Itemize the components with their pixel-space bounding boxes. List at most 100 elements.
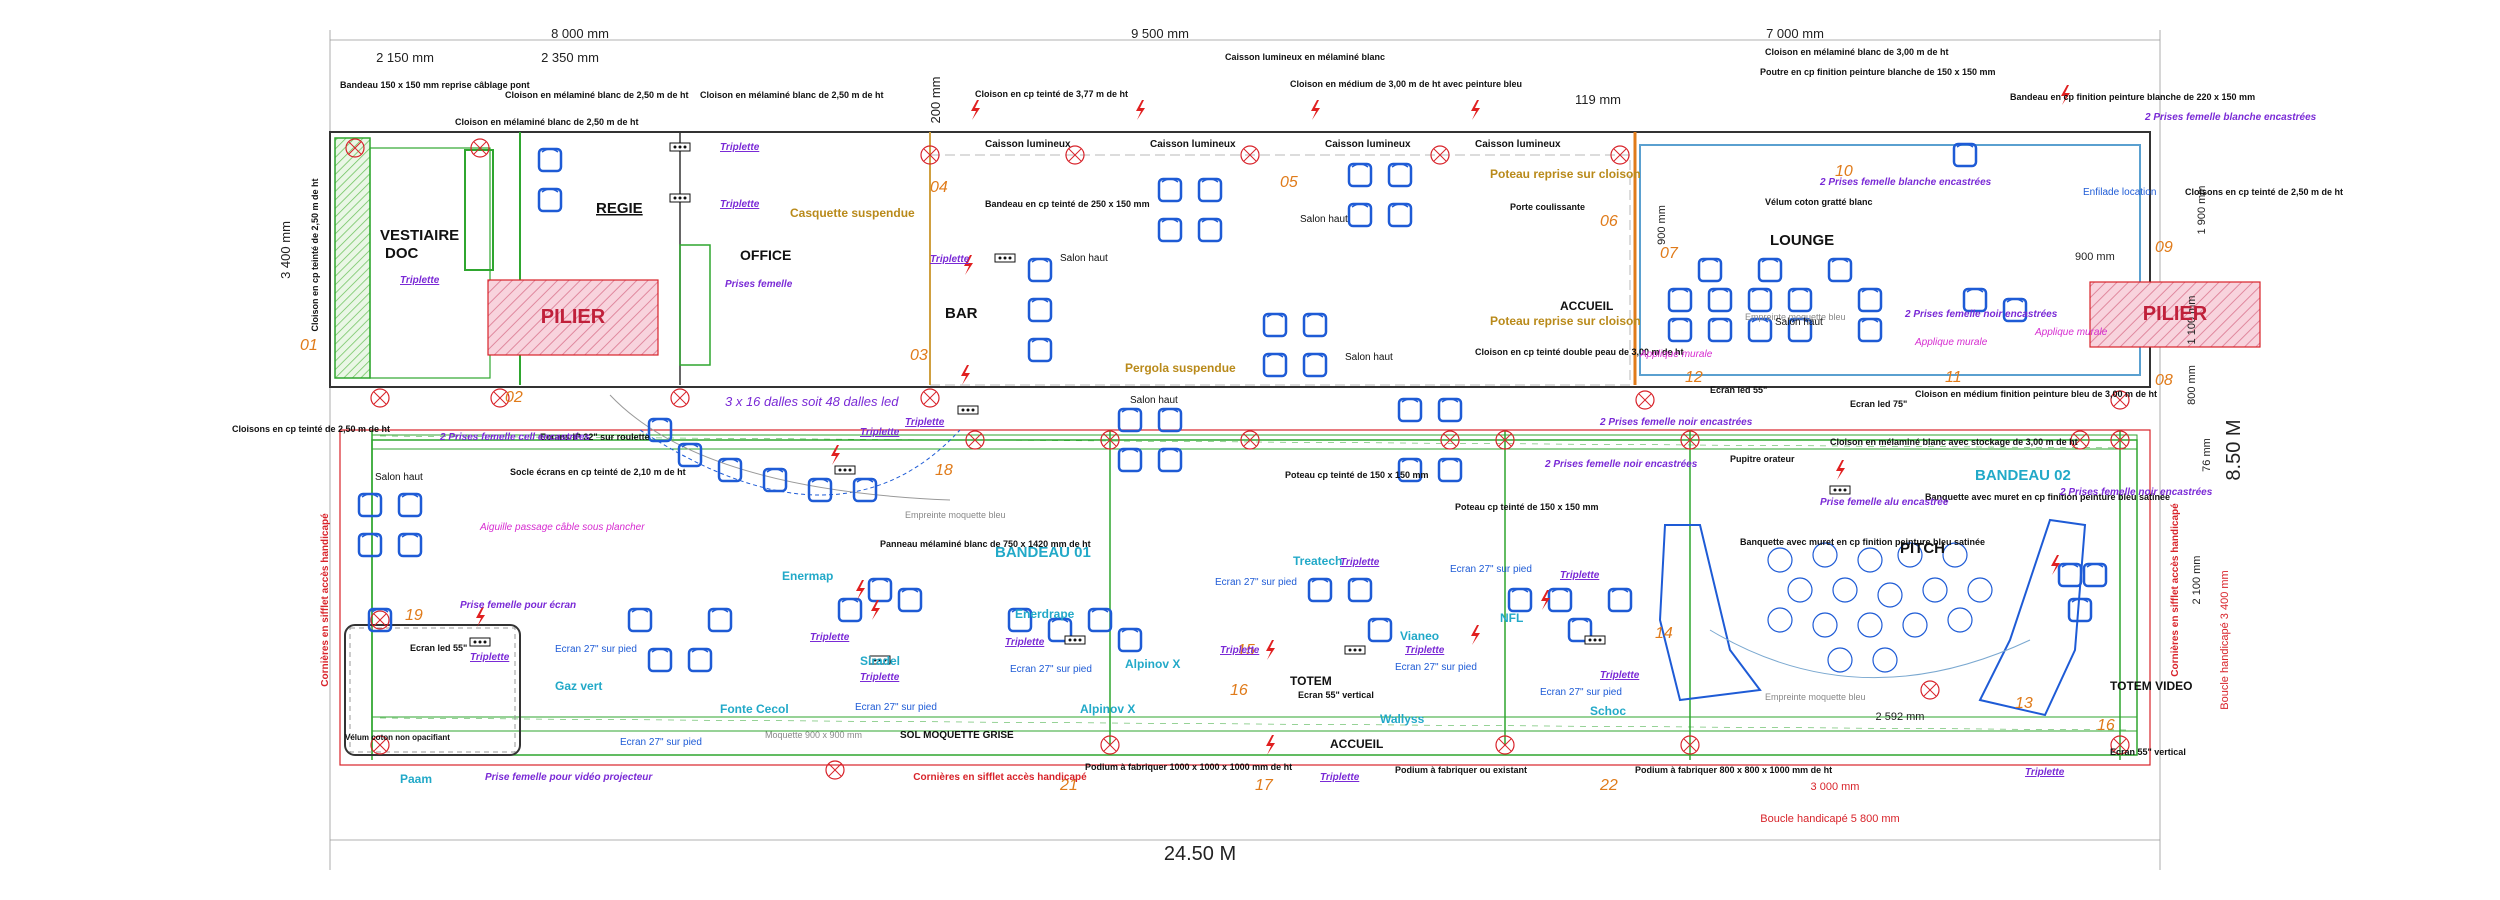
triplette-socket-icon	[1344, 645, 1366, 655]
power-point-icon	[856, 580, 865, 600]
triplette-socket-icon	[957, 405, 979, 415]
dim-top-2: 9 500 mm	[1131, 26, 1189, 41]
triplette-label: Triplette	[470, 652, 510, 663]
chair	[537, 187, 563, 213]
ann-ecran-27-2: Ecran 27" sur pied	[620, 737, 702, 748]
ann-dalles-led: 3 x 16 dalles soit 48 dalles led	[725, 394, 899, 409]
zone-accueil-bottom: ACCUEIL	[1330, 737, 1383, 751]
chair	[1197, 177, 1223, 203]
truss-post	[370, 610, 390, 630]
zone-number: 07	[1660, 245, 1679, 262]
ann-bandeau-pont: Bandeau 150 x 150 mm reprise câblage pon…	[340, 80, 530, 90]
ann-ecran-27-4: Ecran 27" sur pied	[1010, 664, 1092, 675]
chair	[1787, 287, 1813, 313]
chair	[1707, 287, 1733, 313]
brand-label: Paam	[400, 772, 432, 786]
salon-haut-2: Salon haut	[1300, 214, 1348, 225]
ann-empreinte-bottom: Empreinte moquette bleu	[1765, 692, 1866, 702]
power-point-icon	[1836, 460, 1845, 480]
pitch-stools	[1767, 542, 1993, 673]
chair	[357, 532, 383, 558]
zone-pitch: PITCH	[1900, 540, 1945, 557]
triplette-label: Triplette	[1005, 637, 1045, 648]
pitch-stool	[1857, 547, 1883, 573]
ann-aiguille: Aiguille passage câble sous plancher	[479, 522, 645, 533]
pitch-stool	[1967, 577, 1993, 603]
brand-label: Siradel	[860, 654, 900, 668]
pitch-stool	[1832, 577, 1858, 603]
pitch-stool	[1872, 647, 1898, 673]
zone-accueil-top: ACCUEIL	[1560, 299, 1613, 313]
chair	[1117, 407, 1143, 433]
dim-119: 119 mm	[1575, 92, 1621, 107]
power-point-icon	[871, 600, 880, 620]
ann-cloison-teinte-377: Cloison en cp teinté de 3,77 m de ht	[975, 89, 1128, 99]
ann-cornieres-right: Cornières en sifflet accès handicapé	[2170, 503, 2181, 677]
truss-post	[1240, 145, 1260, 165]
ann-prises-noir-3: 2 Prises femelle noir encastrées	[2059, 487, 2213, 498]
ann-cloison-medium-right: Cloison en médium finition peinture bleu…	[1915, 389, 2157, 399]
zone-pilier-left: PILIER	[541, 306, 606, 328]
chair	[2082, 562, 2108, 588]
triplette-socket-icon	[669, 193, 691, 203]
zone-number: 05	[1280, 174, 1298, 191]
ann-cloison-melamine-300: Cloison en mélaminé blanc de 3,00 m de h…	[1765, 47, 1949, 57]
salon-haut-4: Salon haut	[1130, 395, 1178, 406]
dim-right-1100: 1 100 mm	[2186, 296, 2198, 345]
triplette-label: Triplette	[1405, 645, 1445, 656]
triplette-socket-icon	[994, 253, 1016, 263]
annotations-black: Bandeau 150 x 150 mm reprise câblage pon…	[232, 47, 2343, 775]
caisson-2: Caisson lumineux	[1150, 139, 1236, 150]
zone-number: 22	[1599, 777, 1618, 794]
chair	[1507, 587, 1533, 613]
truss-post	[670, 388, 690, 408]
zone-number: 17	[1255, 777, 1274, 794]
ann-cloison-medium-300: Cloison en médium de 3,00 m de ht avec p…	[1290, 79, 1522, 89]
ann-prise-video: Prise femelle pour vidéo projecteur	[485, 772, 653, 783]
chair	[897, 587, 923, 613]
dim-right-1900: 1 900 mm	[2196, 186, 2208, 235]
chair	[1302, 352, 1328, 378]
triplette-label: Triplette	[1340, 557, 1380, 568]
pitch-stool	[1877, 582, 1903, 608]
pitch-stool	[1787, 577, 1813, 603]
brand-label: Enermap	[782, 569, 833, 583]
ann-cloison-stockage: Cloison en mélaminé blanc avec stockage …	[1830, 437, 2078, 447]
ann-prises-blanche-top: 2 Prises femelle blanche encastrées	[2144, 112, 2317, 123]
annotations-rotated: Cloison en cp teinté de 2,50 m de ht	[310, 178, 320, 331]
dim-200: 200 mm	[928, 77, 943, 124]
chair	[1157, 447, 1183, 473]
triplette-label: Triplette	[400, 275, 440, 286]
chair	[1027, 297, 1053, 323]
chair	[627, 607, 653, 633]
zone-totem-video: TOTEM VIDEO	[2110, 679, 2192, 693]
zone-number: 10	[1835, 163, 1853, 180]
ann-podium-22: Podium à fabriquer 800 x 800 x 1000 mm d…	[1635, 765, 1832, 775]
chair	[1347, 162, 1373, 188]
ann-ecran-27-8: Ecran 27" sur pied	[1540, 687, 1622, 698]
brand-label: NFL	[1500, 611, 1523, 625]
pitch-stool	[1812, 612, 1838, 638]
annotations-magenta: Applique murale Applique murale Applique…	[479, 327, 2108, 533]
power-point-icon	[1266, 640, 1275, 660]
chair	[1387, 202, 1413, 228]
dim-right-900: 900 mm	[2075, 251, 2115, 263]
chair	[687, 647, 713, 673]
chair	[1087, 607, 1113, 633]
zone-number: 02	[505, 389, 523, 406]
dim-right-2100: 2 100 mm	[2191, 556, 2203, 605]
ann-velum: Vélum coton gratté blanc	[1765, 197, 1873, 207]
pitch-stool	[1942, 542, 1968, 568]
triplette-label: Triplette	[860, 427, 900, 438]
dim-top-1: 8 000 mm	[551, 26, 609, 41]
ann-velum-left: Vélum coton non opacifiant	[345, 733, 450, 742]
ann-prise-ecran: Prise femelle pour écran	[460, 600, 576, 611]
salon-haut-1: Salon haut	[1060, 253, 1108, 264]
zone-number: 01	[300, 337, 318, 354]
chair	[1607, 587, 1633, 613]
zone-bandeau02: BANDEAU 02	[1975, 467, 2071, 484]
zone-number: 13	[2015, 695, 2033, 712]
ann-prises-noir-2: 2 Prises femelle noir encastrées	[1544, 459, 1698, 470]
triplette-label: Triplette	[1220, 645, 1260, 656]
zone-sol-moquette: SOL MOQUETTE GRISE	[900, 730, 1014, 741]
